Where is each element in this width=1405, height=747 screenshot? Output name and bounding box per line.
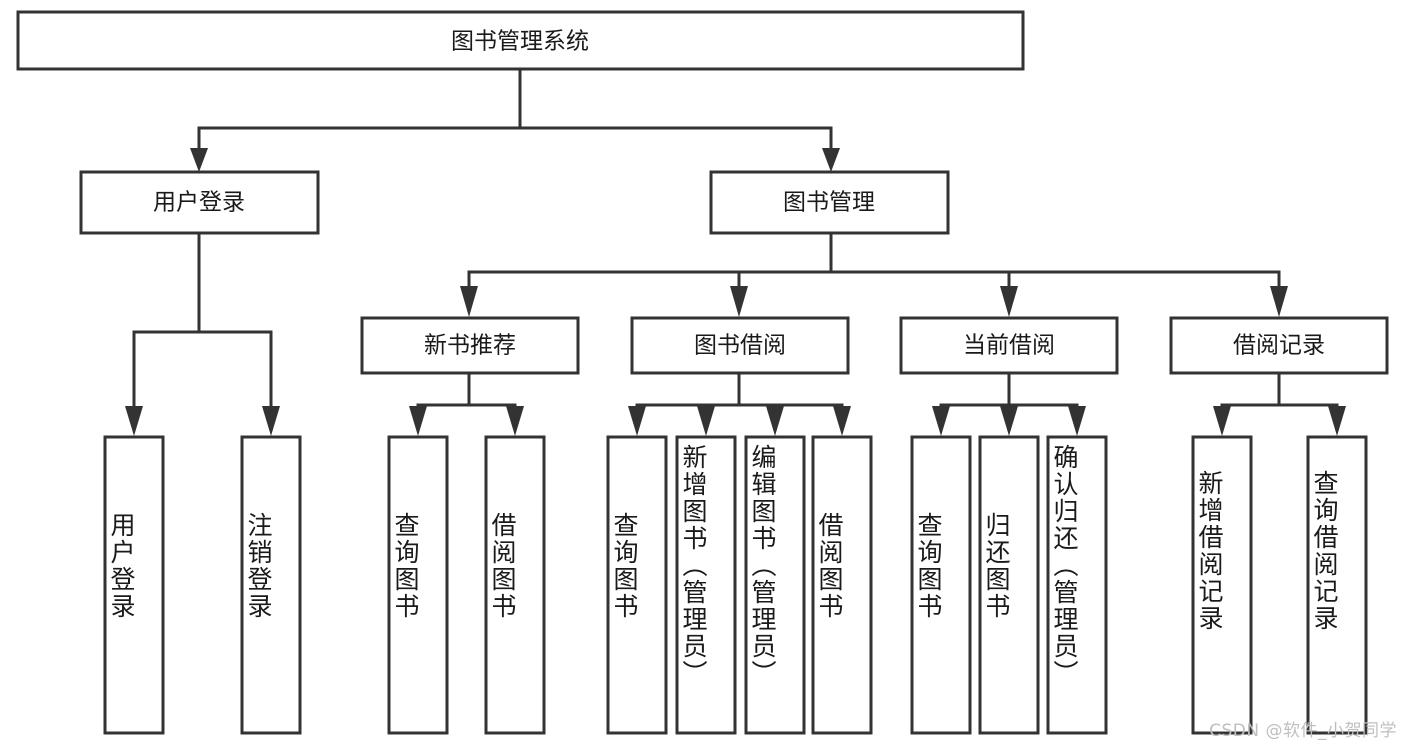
arrow-head-icon [190,148,208,172]
arrow-head-icon [628,406,646,436]
leaf-cur-confirm[interactable] [1046,435,1108,735]
leaf-bw-edit[interactable] [744,435,806,735]
arrow-head-icon [409,406,427,436]
leaf-rec-add[interactable] [1191,435,1253,735]
label-book-borrow: 图书借阅 [694,333,786,359]
label-current-borrow: 当前借阅 [963,333,1055,359]
horizontal-label-group: 图书管理系统 用户登录 图书管理 新书推荐 图书借阅 当前借阅 借阅记录 [153,29,1325,359]
node-root-title[interactable] [16,10,1025,71]
label-user-login: 用户登录 [153,190,245,216]
label-new-book: 新书推荐 [424,333,516,359]
arrow-head-icon [1000,286,1018,317]
watermark-text: CSDN @软件_小贺同学 [1209,721,1397,741]
arrow-head-icon [932,406,950,436]
node-user-login[interactable] [79,170,320,235]
arrow-head-icon [1270,286,1288,317]
arrow-head-icon [833,406,851,436]
node-new-book[interactable] [360,316,580,375]
connector-group [125,67,1346,436]
label-borrow-record: 借阅记录 [1233,333,1325,359]
arrow-head-icon [730,286,748,317]
node-book-manage[interactable] [709,170,950,235]
label-root-title: 图书管理系统 [451,29,589,55]
leaf-bw-query[interactable] [606,435,668,735]
arrow-head-icon [822,148,840,172]
arrow-head-icon [697,406,715,436]
arrow-head-icon [766,406,784,436]
leaf-user-login[interactable] [103,435,165,735]
leaf-logout[interactable] [240,435,302,735]
arrow-head-icon [1328,406,1346,436]
leaf-bw-borrow[interactable] [811,435,873,735]
arrow-head-icon [1213,406,1231,436]
node-box-group [16,10,1389,735]
leaf-bw-add[interactable] [675,435,737,735]
leaf-cur-query[interactable] [910,435,972,735]
node-current-borrow[interactable] [899,316,1119,375]
arrow-head-icon [262,406,280,436]
arrow-head-icon [506,406,524,436]
arrow-head-icon [1000,406,1018,436]
node-book-borrow[interactable] [630,316,850,375]
arrow-head-icon [460,286,478,317]
leaf-rec-query[interactable] [1306,435,1368,735]
node-borrow-record[interactable] [1169,316,1389,375]
leaf-cur-return[interactable] [978,435,1040,735]
arrow-head-icon [125,406,143,436]
arrow-head-icon [1068,406,1086,436]
leaf-nb-borrow[interactable] [484,435,546,735]
leaf-nb-query[interactable] [387,435,449,735]
label-book-manage: 图书管理 [783,190,875,216]
